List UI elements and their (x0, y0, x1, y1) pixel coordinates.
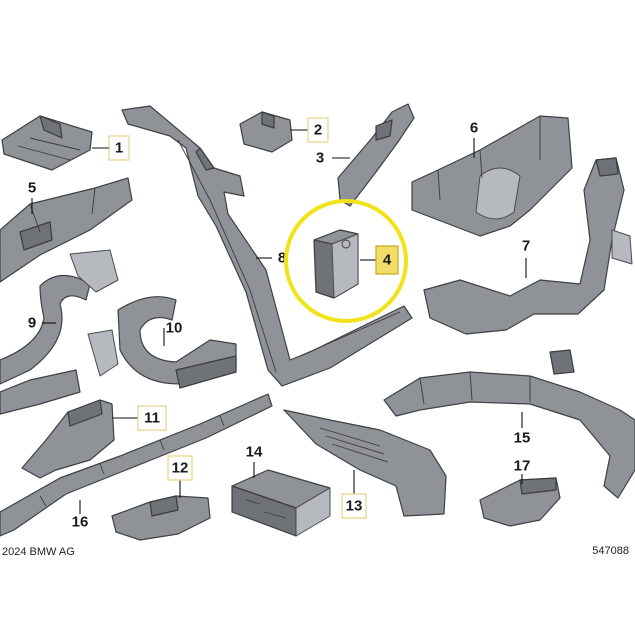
callout-8[interactable]: 8 (278, 250, 286, 267)
part-13-bracket[interactable] (283, 409, 447, 517)
part-11-bracket[interactable] (21, 399, 115, 479)
callout-box-1 (108, 135, 130, 161)
part-1-bracket[interactable] (1, 115, 93, 171)
part-14-module[interactable] (231, 469, 331, 537)
callout-1[interactable]: 1 (115, 140, 123, 157)
copyright-text: 2024 BMW AG (2, 546, 75, 558)
callout-7[interactable]: 7 (522, 238, 530, 255)
callout-6[interactable]: 6 (470, 120, 478, 137)
callout-box-12 (167, 455, 193, 481)
callout-box-2 (307, 117, 329, 143)
part-10-bracket[interactable] (87, 296, 237, 389)
part-3-bracket[interactable] (337, 103, 415, 207)
callout-13[interactable]: 13 (346, 498, 363, 515)
part-8-frame[interactable] (121, 105, 413, 387)
part-12-bracket[interactable] (111, 495, 211, 541)
diagram-number: 547088 (592, 545, 629, 557)
callout-9[interactable]: 9 (28, 315, 36, 332)
callout-11[interactable]: 11 (144, 410, 160, 427)
highlight-ring-4 (284, 199, 408, 323)
part-2-clip[interactable] (239, 111, 293, 153)
callout-2[interactable]: 2 (314, 122, 322, 139)
part-17-bracket[interactable] (479, 477, 561, 527)
part-16-rail[interactable] (0, 393, 273, 537)
callout-10[interactable]: 10 (166, 320, 183, 337)
callout-box-4 (375, 245, 399, 275)
callout-12[interactable]: 12 (172, 460, 189, 477)
callout-14[interactable]: 14 (246, 444, 263, 461)
callout-17[interactable]: 17 (514, 458, 531, 475)
callout-4[interactable]: 4 (383, 252, 392, 269)
callout-15[interactable]: 15 (514, 430, 531, 447)
part-5-bracket[interactable] (0, 177, 133, 283)
part-7-duct[interactable] (423, 157, 633, 335)
part-15-channel[interactable] (383, 349, 635, 499)
callout-box-13 (341, 493, 367, 519)
part-6-panel[interactable] (411, 115, 573, 237)
callout-5[interactable]: 5 (28, 180, 36, 197)
callout-16[interactable]: 16 (72, 514, 89, 531)
callout-box-11 (137, 405, 167, 431)
callout-3[interactable]: 3 (316, 150, 324, 167)
part-4-box[interactable] (313, 229, 359, 299)
part-9-duct[interactable] (0, 249, 119, 415)
